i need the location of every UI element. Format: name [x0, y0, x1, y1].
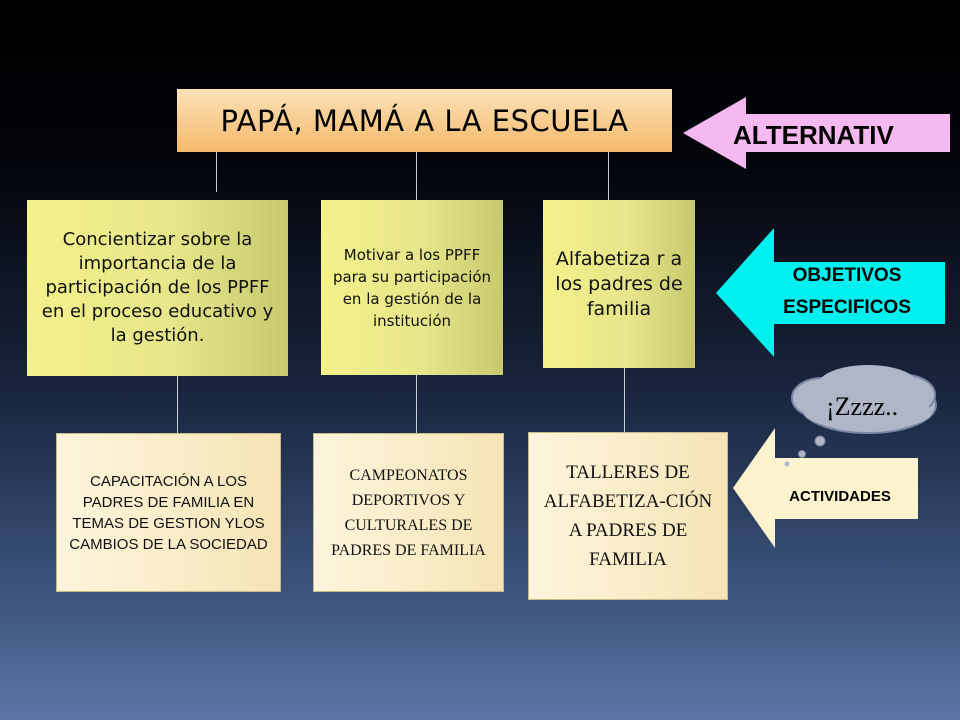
- connector-line: [416, 375, 417, 433]
- objective-box: Concientizar sobre la importancia de la …: [27, 200, 288, 376]
- connector-line: [416, 152, 417, 200]
- objective-text: Concientizar sobre la importancia de la …: [41, 229, 274, 346]
- connector-line: [177, 376, 178, 433]
- thought-bubble: [784, 365, 937, 467]
- objetivos-label-line2: ESPECIFICOS: [783, 297, 911, 318]
- activity-text: TALLERES DE ALFABETIZA-CIÓN A PADRES DE …: [543, 462, 713, 570]
- bubble-text: ¡Zzzz..: [826, 392, 899, 421]
- title-text: PAPÁ, MAMÁ A LA ESCUELA: [220, 103, 629, 138]
- connector-line: [624, 368, 625, 432]
- title-box: PAPÁ, MAMÁ A LA ESCUELA: [177, 89, 672, 152]
- activity-text: CAPACITACIÓN A LOS PADRES DE FAMILIA EN …: [69, 472, 268, 553]
- objective-text: Alfabetiza r a los padres de familia: [555, 247, 683, 320]
- activity-text: CAMPEONATOS DEPORTIVOS Y CULTURALES DE P…: [331, 466, 486, 559]
- activity-box: TALLERES DE ALFABETIZA-CIÓN A PADRES DE …: [528, 432, 728, 600]
- alternativa-label: ALTERNATIV: [733, 120, 894, 150]
- objetivos-arrow: [716, 228, 945, 357]
- activity-box: CAMPEONATOS DEPORTIVOS Y CULTURALES DE P…: [313, 433, 504, 592]
- objetivos-label-line1: OBJETIVOS: [792, 265, 902, 286]
- actividades-label: ACTIVIDADES: [789, 488, 891, 505]
- activity-box: CAPACITACIÓN A LOS PADRES DE FAMILIA EN …: [56, 433, 281, 592]
- connector-line: [216, 143, 217, 192]
- objective-text: Motivar a los PPFF para su participación…: [332, 245, 492, 330]
- connector-line: [608, 152, 609, 200]
- objective-box: Motivar a los PPFF para su participación…: [321, 200, 503, 375]
- objective-box: Alfabetiza r a los padres de familia: [543, 200, 695, 368]
- actividades-arrow: [733, 428, 918, 548]
- alternativa-arrow: [683, 97, 950, 169]
